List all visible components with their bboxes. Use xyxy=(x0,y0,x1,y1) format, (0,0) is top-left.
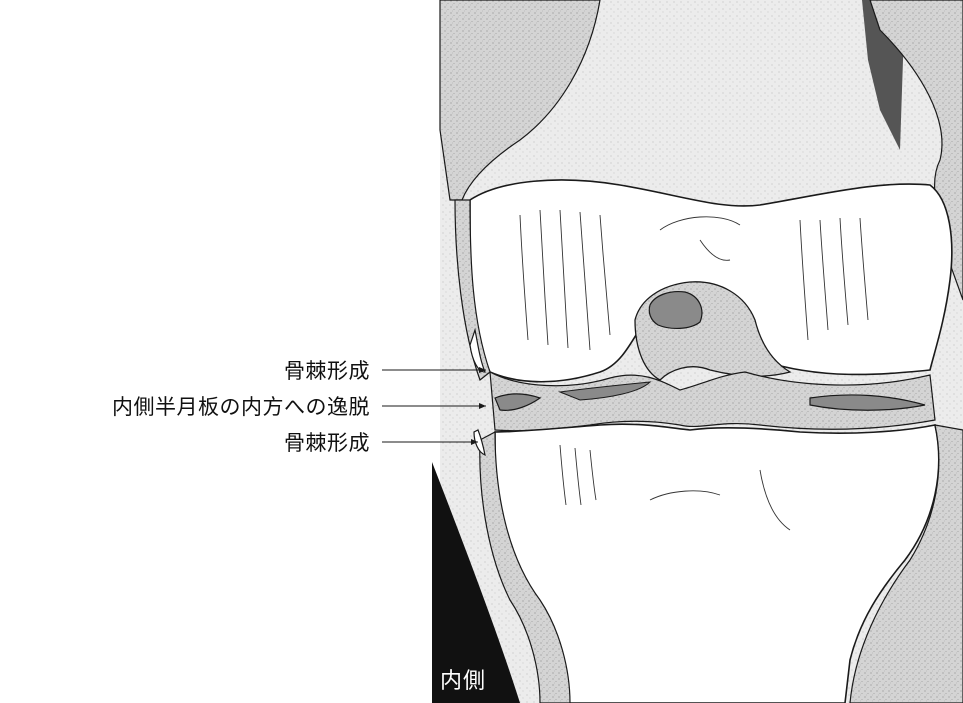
lateral-meniscus xyxy=(809,394,926,411)
femur-trabecular-lines xyxy=(519,209,869,351)
tibia-lines xyxy=(559,444,791,531)
cruciate-dark-core xyxy=(648,290,703,329)
tibia-lateral-cortex xyxy=(849,424,963,703)
femur-left-stipple xyxy=(439,0,601,201)
label-meniscus-extrusion: 内側半月板の内方への逸脱 xyxy=(112,395,370,419)
osteophyte-upper xyxy=(469,327,486,373)
osteophyte-lower xyxy=(473,429,486,457)
leader-lines xyxy=(382,369,486,443)
label-osteophyte-upper: 骨棘形成 xyxy=(284,359,370,383)
leader-arrowheads xyxy=(471,367,486,445)
label-osteophyte-lower: 骨棘形成 xyxy=(284,431,370,455)
medial-side-label: 内側 xyxy=(440,669,487,694)
medial-side-triangle xyxy=(432,462,520,703)
femur-medial-cortex xyxy=(454,199,491,381)
medial-meniscus xyxy=(494,393,542,411)
medial-meniscus-inner xyxy=(558,381,652,401)
femur xyxy=(469,179,953,383)
